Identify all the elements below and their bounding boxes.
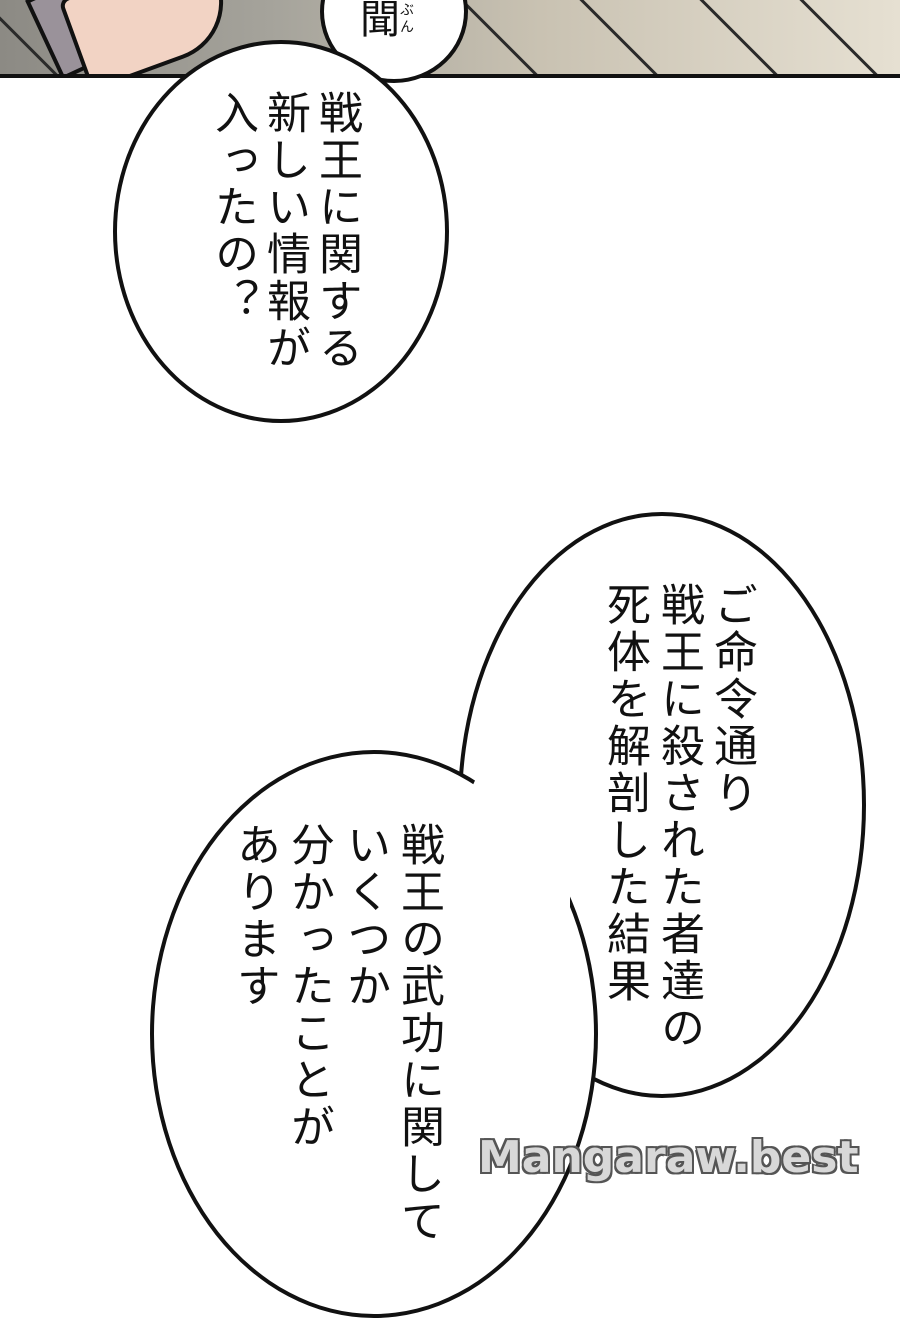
bubble-1-line-1: 戦王に関する <box>311 90 362 372</box>
bubble-1-line-2: 新しい情報が <box>259 90 310 372</box>
bubble-3-line-3: 分かったことが <box>283 822 334 1151</box>
bubble-2-line-1: ご命令通り <box>706 582 757 817</box>
bubble-2-line-3: 死体を解剖した結果 <box>599 582 650 1005</box>
bubble-1-line-3: 入ったの？ <box>207 90 258 325</box>
top-bubble-ruby: ぶん <box>398 2 414 36</box>
bubble-join <box>470 760 570 1060</box>
watermark: Mangaraw.best <box>478 1132 859 1183</box>
speech-bubble-1 <box>113 40 449 423</box>
bubble-2-line-2: 戦王に殺された者達の <box>653 582 704 1052</box>
bubble-3-line-2: いくつか <box>339 822 390 1010</box>
top-bubble-text: 聞 <box>353 0 399 41</box>
bubble-3-line-4: あります <box>229 822 280 1010</box>
bubble-3-line-1: 戦王の武功に関して <box>393 822 444 1245</box>
